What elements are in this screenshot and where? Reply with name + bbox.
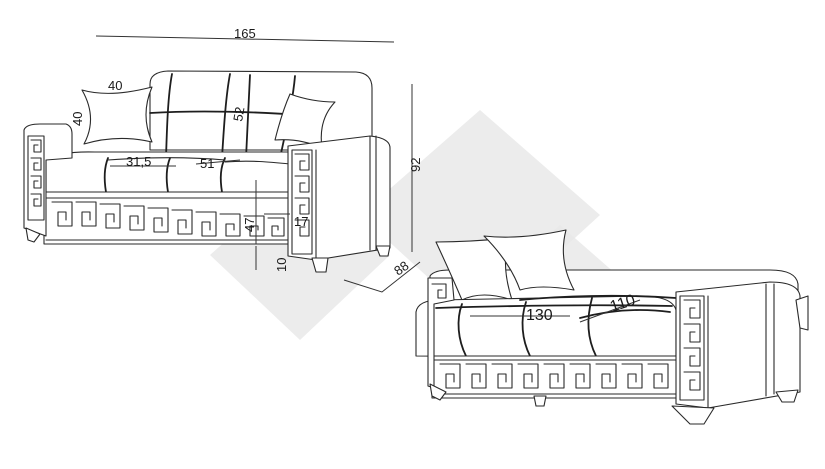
- dim-width-label: 165: [234, 26, 256, 41]
- armrest-left-greek-key: [27, 135, 45, 221]
- watermark-diamond-center: [360, 110, 600, 325]
- leg-left: [25, 227, 41, 243]
- dim-line-bed-width: [579, 299, 641, 323]
- bed-armrest-right: [675, 281, 801, 409]
- bed-armrest-right-panel-lines: [707, 283, 775, 409]
- dim-seat-height-label: 47: [242, 218, 257, 232]
- armrest-right: [287, 135, 391, 261]
- dim-line-depth: [343, 261, 421, 293]
- bed-base-panel: [431, 355, 679, 399]
- sofa-drawing: 165 92 88 40 40 52 31,5 51 47 17 10: [23, 26, 423, 293]
- bed-mattress-quilting: [435, 294, 677, 357]
- leg-back-right: [375, 245, 391, 257]
- bed-leg-center: [533, 395, 547, 407]
- bed-base-greek-key-pattern: [433, 359, 677, 395]
- sofa-backrest: [149, 70, 373, 151]
- dim-seat-depth-label: 51: [200, 156, 214, 171]
- dim-leg-label: 10: [274, 258, 289, 272]
- dim-back-height-label: 52: [230, 106, 247, 123]
- seat-cushion-lines: [103, 157, 291, 193]
- leg-front-right: [311, 257, 329, 273]
- dim-pillow-label: 40: [108, 78, 122, 93]
- dim-depth-label: 88: [391, 258, 411, 279]
- armrest-right-panel-lines: [315, 135, 377, 261]
- dim-armrest-label: 17: [294, 214, 308, 229]
- bed-leg-front-right: [671, 405, 715, 425]
- bed-armrest-right-greek-key: [679, 295, 705, 401]
- sofa-bed-drawing: 130 110: [415, 229, 809, 425]
- base-greek-key-pattern: [45, 197, 289, 241]
- dim-pillow-side-label: 40: [70, 112, 85, 126]
- bed-pillow-right: [483, 229, 575, 291]
- bed-armrest-left-greek-key: [431, 283, 447, 299]
- sofa-base-panel: [43, 191, 291, 245]
- dim-bed-length-label: 130: [526, 307, 553, 324]
- pillow-left: [81, 86, 153, 145]
- bed-leg-back-right: [775, 389, 799, 403]
- bed-armrest-left: [427, 277, 455, 389]
- dim-line-seat-depth: [195, 159, 241, 165]
- bed-side-flap: [795, 295, 809, 331]
- bed-leg-left: [429, 383, 447, 401]
- armrest-right-greek-key: [291, 149, 313, 255]
- dim-height-label: 92: [408, 158, 423, 172]
- dim-line-width: [95, 35, 395, 43]
- dim-seat-cushion-label: 31,5: [126, 154, 151, 169]
